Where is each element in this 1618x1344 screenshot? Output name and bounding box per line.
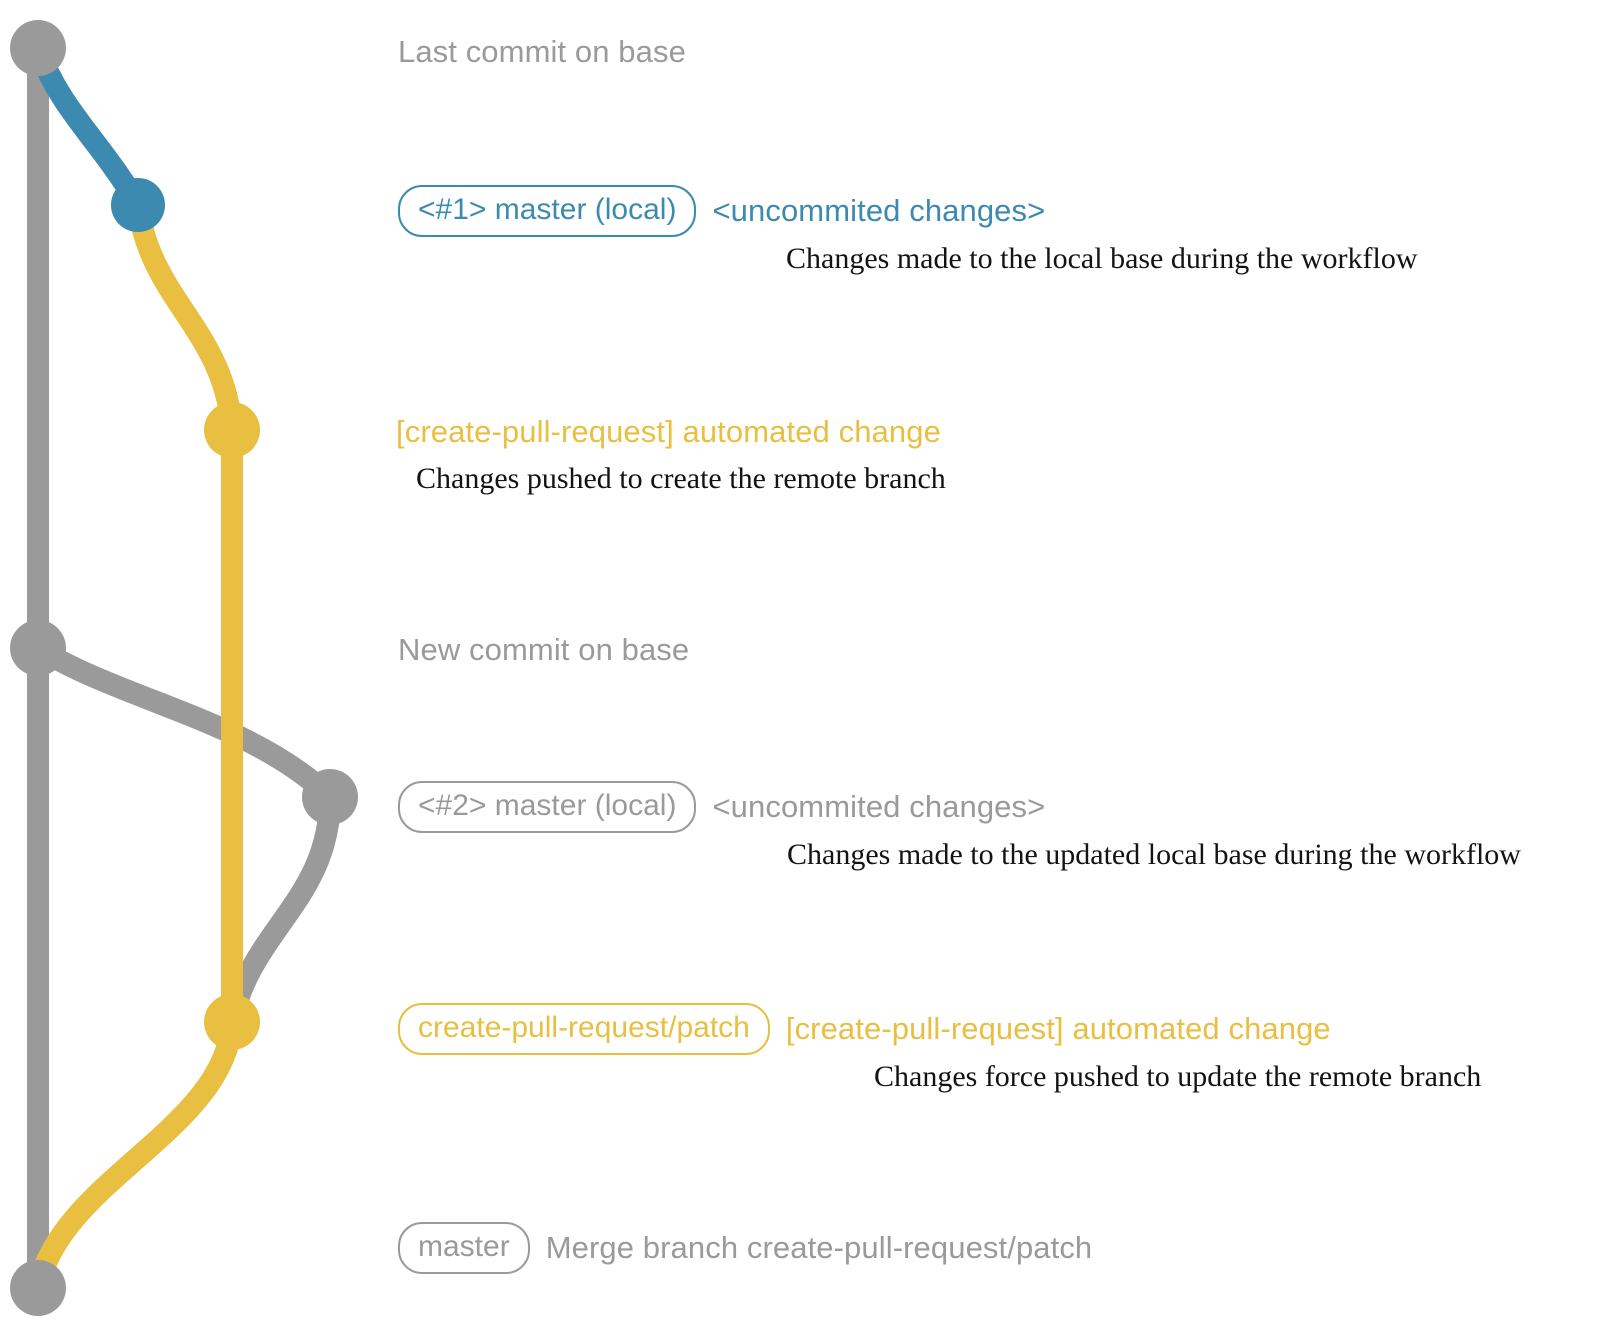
row-new-commit-on-base: New commit on base (398, 632, 689, 668)
row-master-local-2: <#2> master (local) <uncommited changes> (398, 781, 1045, 833)
node-last-commit-on-base[interactable] (10, 20, 66, 76)
row-master-local-1: <#1> master (local) <uncommited changes> (398, 185, 1045, 237)
description-automated-change-2: Changes force pushed to update the remot… (874, 1060, 1482, 1093)
description-master-local-2: Changes made to the updated local base d… (787, 838, 1521, 871)
description-automated-change-1: Changes pushed to create the remote bran… (416, 462, 946, 495)
node-automated-change-2[interactable] (204, 994, 260, 1050)
commit-message-merge-commit: Merge branch create-pull-request/patch (545, 1230, 1093, 1265)
edge-patch2-to-merge (27, 1011, 243, 1299)
branch-badge-master[interactable]: master (398, 1222, 530, 1274)
edge-local1-to-patch1 (127, 194, 243, 441)
branch-badge-master-local-2[interactable]: <#2> master (local) (398, 781, 697, 833)
node-master-local-2[interactable] (302, 769, 358, 825)
description-master-local-1: Changes made to the local base during th… (786, 242, 1418, 275)
row-last-commit-on-base: Last commit on base (398, 34, 686, 70)
row-merge-commit: master Merge branch create-pull-request/… (398, 1222, 1092, 1274)
node-automated-change-1[interactable] (204, 402, 260, 458)
node-new-commit-on-base[interactable] (10, 620, 66, 676)
commit-message-master-local-1: <uncommited changes> (712, 193, 1046, 228)
branch-badge-master-local-1[interactable]: <#1> master (local) (398, 185, 697, 237)
commit-message-master-local-2: <uncommited changes> (712, 789, 1046, 824)
edge-base-to-local2 (27, 637, 341, 808)
row-automated-change-2: create-pull-request/patch [create-pull-r… (398, 1003, 1331, 1055)
commit-message-last-commit-on-base: Last commit on base (398, 34, 686, 69)
node-merge-commit[interactable] (10, 1260, 66, 1316)
commit-message-automated-change-1: [create-pull-request] automated change (396, 414, 941, 449)
commit-message-automated-change-2: [create-pull-request] automated change (785, 1011, 1331, 1046)
branch-badge-create-pull-request-patch[interactable]: create-pull-request/patch (398, 1003, 770, 1055)
node-master-local-1[interactable] (111, 178, 165, 232)
commit-message-new-commit-on-base: New commit on base (398, 632, 690, 667)
